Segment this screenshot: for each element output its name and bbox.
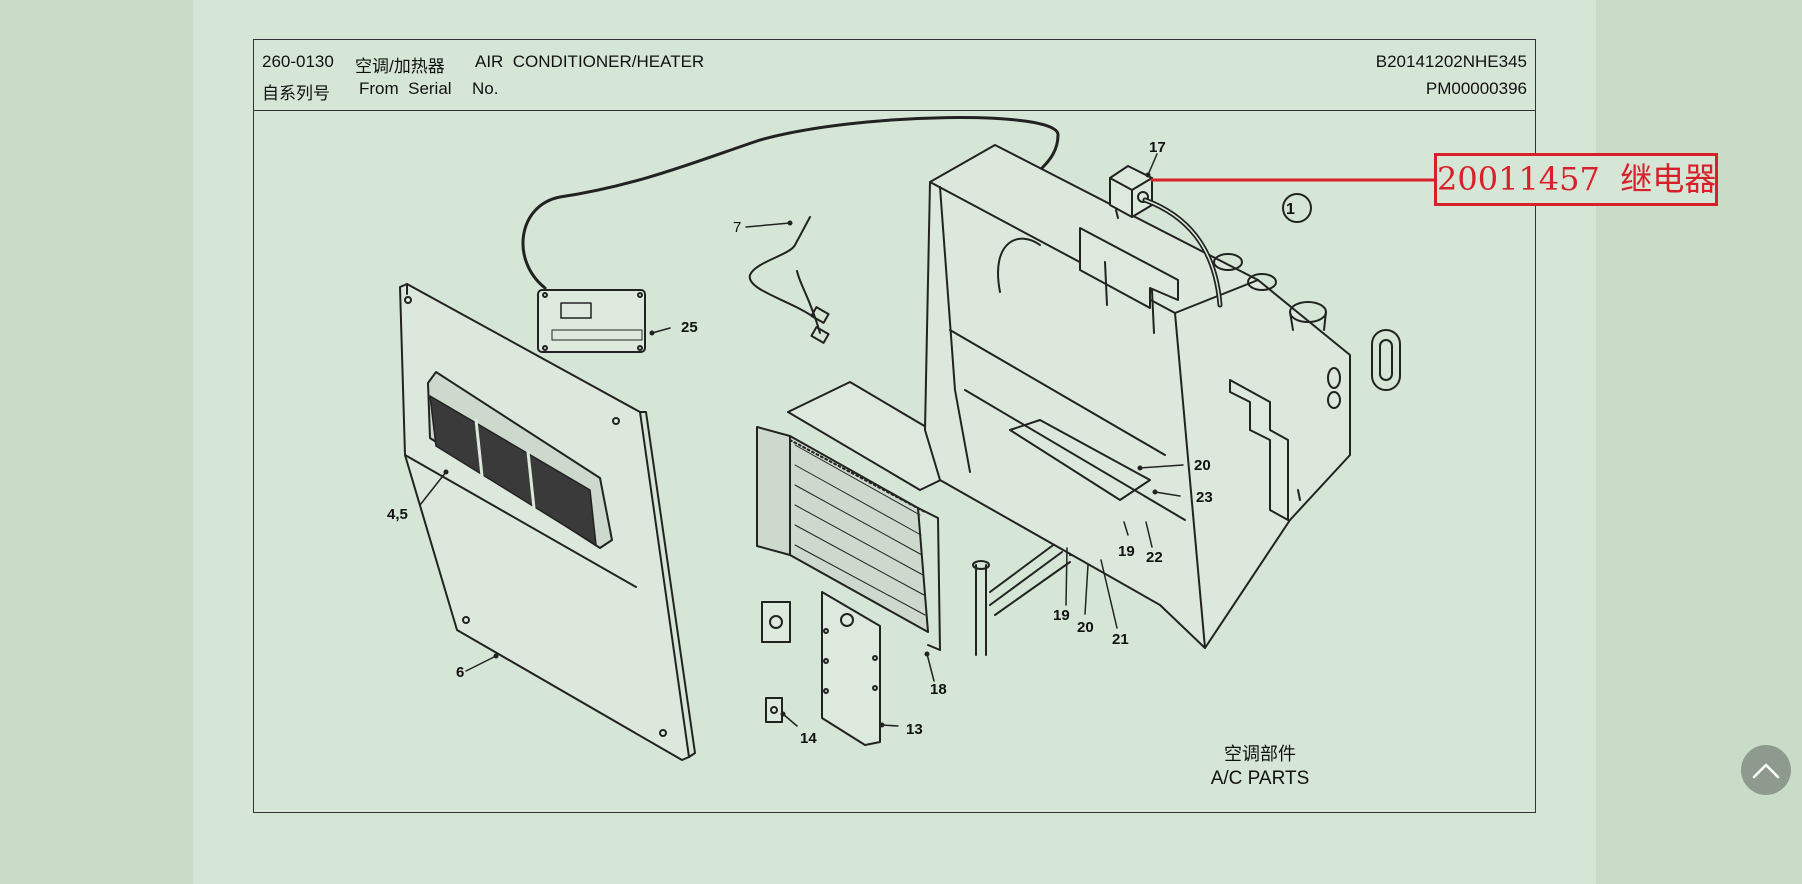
label-18: 18 (930, 681, 947, 698)
sheet-header: 260-0130 空调/加热器 AIR CONDITIONER/HEATER 自… (254, 40, 1535, 111)
serial-label-cn: 自系列号 (262, 84, 330, 103)
control-cable (521, 116, 1060, 290)
label-14: 14 (800, 730, 817, 747)
part-number: PM00000396 (1425, 79, 1527, 98)
part-callout-label: 20011457 继电器 (1434, 153, 1718, 206)
label-13: 13 (906, 721, 923, 738)
document-number: B20141202NHE345 (1375, 52, 1527, 71)
ac-housing (924, 144, 1401, 649)
parts-sheet: 260-0130 空调/加热器 AIR CONDITIONER/HEATER 自… (253, 39, 1536, 813)
label-25: 25 (681, 319, 698, 336)
serial-no: No. (472, 79, 499, 98)
grommet (761, 601, 791, 643)
label-19-bottom: 19 (1053, 607, 1070, 624)
label-21: 21 (1112, 631, 1129, 648)
serial-label-en: From Serial (359, 79, 452, 98)
title-en: AIR CONDITIONER/HEATER (475, 52, 705, 71)
view-marker-circle (1282, 193, 1312, 223)
label-20-bottom: 20 (1077, 619, 1094, 636)
title-cn: 空调/加热器 (355, 57, 445, 76)
heater-core (756, 381, 983, 651)
label-6: 6 (456, 664, 464, 681)
view-marker-label: 1 (1286, 201, 1295, 218)
control-panel (537, 289, 646, 353)
scroll-to-top-button[interactable] (1741, 745, 1791, 795)
caption-en: A/C PARTS (1210, 768, 1310, 789)
section-code: 260-0130 (262, 52, 334, 71)
label-17: 17 (1149, 139, 1166, 156)
part-labels: 1 17 7 25 4,5 6 20 23 19 22 19 20 21 18 … (387, 139, 1295, 747)
clip (765, 697, 783, 723)
front-panel (399, 283, 696, 761)
caption-cn: 空调部件 (1224, 744, 1296, 764)
leader-lines (419, 153, 1184, 727)
mounting-bracket (821, 591, 881, 746)
label-7: 7 (733, 219, 741, 236)
relay (1109, 165, 1223, 308)
label-4-5: 4,5 (387, 506, 408, 523)
label-20-top: 20 (1194, 457, 1211, 474)
chevron-up-icon (1752, 763, 1780, 779)
label-19-top: 19 (1118, 543, 1135, 560)
label-22: 22 (1146, 549, 1163, 566)
label-23: 23 (1196, 489, 1213, 506)
temperature-sensor (748, 216, 830, 344)
